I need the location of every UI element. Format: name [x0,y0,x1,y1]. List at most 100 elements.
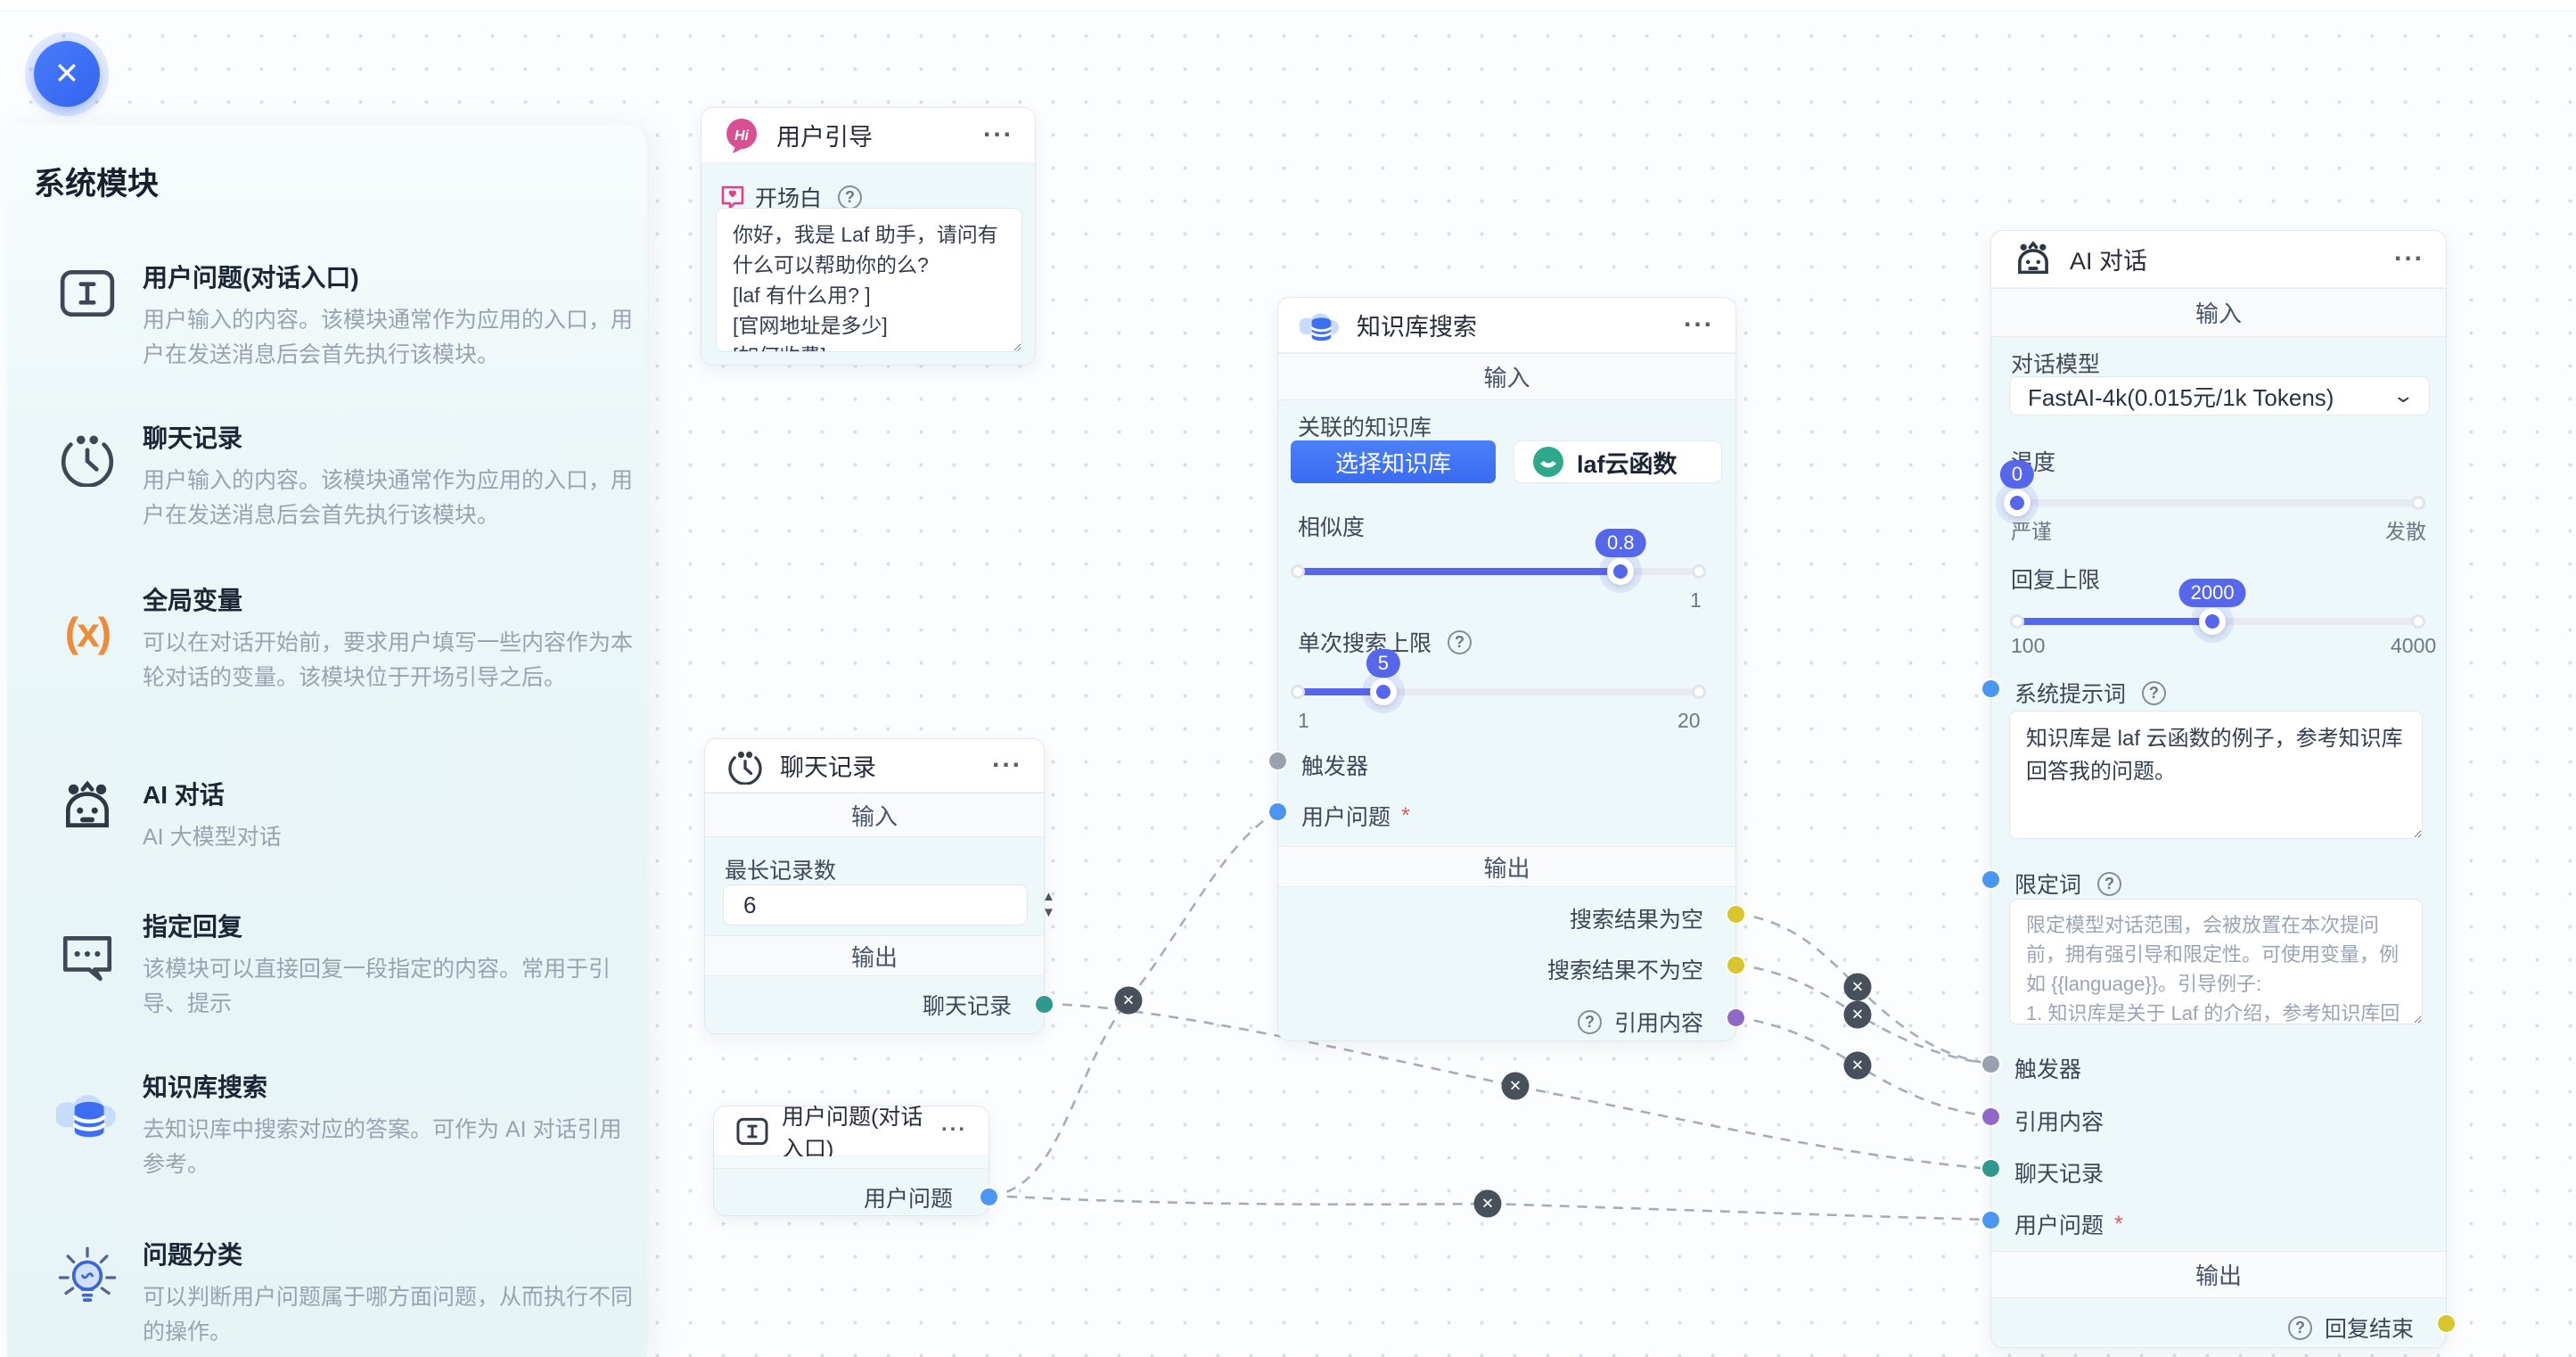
search-limit-slider[interactable]: 5 [1291,649,1706,705]
model-label: 对话模型 [2011,352,2101,377]
help-icon[interactable]: ? [2097,871,2122,896]
module-desc: 去知识库中搜索对应的答案。可作为 AI 对话引用参考。 [143,1117,622,1177]
port-in-chat-history[interactable] [1982,1160,1999,1177]
port-out-chat-history[interactable] [1036,996,1053,1013]
model-value: FastAI-4k(0.015元/1k Tokens) [2028,383,2334,411]
edge-delete-icon[interactable]: ✕ [1473,1189,1502,1218]
kb-card-laf[interactable]: laf云函数 [1514,440,1722,483]
port-in-trigger[interactable] [1269,753,1286,769]
top-strip [0,0,2576,12]
input-label: 系统提示词 [2014,682,2127,707]
module-desc: 用户输入的内容。该模块通常作为应用的入口，用户在发送消息后会首先执行该模块。 [143,308,634,367]
select-kb-button[interactable]: 选择知识库 [1291,440,1496,483]
port-out-finish[interactable] [2438,1315,2455,1332]
input-section-bar: 输入 [705,793,1044,837]
linked-kb-label: 关联的知识库 [1298,415,1432,440]
port-out-user-question[interactable] [980,1188,997,1205]
port-in-trigger[interactable] [1982,1056,1999,1073]
output-section-label: 输出 [850,943,898,971]
port-out-search-not-empty[interactable] [1727,957,1744,974]
reply-min-label: 100 [2011,634,2046,657]
limit-words-textarea[interactable] [2009,899,2423,1024]
output-row-finish: ? 回复结束 [2146,1312,2414,1344]
sys-prompt-textarea[interactable]: 知识库是 laf 云函数的例子，参考知识库回答我的问题。 [2009,711,2423,839]
reply-limit-slider-handle[interactable] [2199,608,2227,635]
output-section-bar: 输出 [1991,1251,2446,1298]
similarity-slider-handle[interactable] [1607,558,1635,585]
node-kb-search[interactable]: 知识库搜索 ... 输入 关联的知识库 选择知识库 laf云函数 相似度 0.8… [1269,297,1744,1041]
edge-history-to-ai [1044,1002,1991,1171]
output-section-label: 输出 [1483,854,1530,882]
search-limit-slider-handle[interactable] [1369,678,1397,705]
edge-delete-icon[interactable]: ✕ [1843,1051,1872,1080]
node-header[interactable]: 用户问题(对话入口) ... [714,1105,989,1162]
help-icon[interactable]: ? [1448,629,1473,654]
reply-limit-label: 回复上限 [2011,568,2101,593]
module-title: 用户问题(对话入口) [143,264,359,292]
input-row-trigger: 触发器 [2014,1052,2081,1084]
output-label: 聊天记录 [922,994,1012,1019]
temperature-slider-handle[interactable] [2004,489,2030,516]
node-divider [714,1156,989,1169]
welcome-label: 开场白 [755,186,823,211]
node-menu-icon[interactable]: ... [991,743,1022,773]
port-in-user-question[interactable] [1269,803,1286,820]
edge-delete-icon[interactable]: ✕ [1843,1000,1872,1029]
reply-max-label: 4000 [2391,634,2437,657]
reply-icon [55,927,119,986]
node-header[interactable]: 聊天记录 ... [705,739,1044,793]
search-limit-label: 单次搜索上限 [1298,631,1432,656]
input-section-label: 输入 [1483,365,1530,391]
close-panel-button[interactable]: ✕ [34,41,100,107]
output-label: 搜索结果为空 [1569,908,1703,933]
welcome-field-row: 开场白 ? [719,181,863,213]
similarity-slider[interactable]: 0.8 [1291,529,1706,585]
node-user-guide[interactable]: Hi 用户引导 ... 开场白 ? 你好，我是 Laf 助手，请问有什么可以帮助… [701,107,1036,366]
max-records-stepper[interactable]: ▲▼ [723,884,1055,925]
help-icon[interactable]: ? [1577,1009,1602,1034]
node-header[interactable]: AI 对话 ... [1991,231,2446,288]
node-menu-icon[interactable]: ... [982,112,1013,143]
laf-icon [1532,446,1564,478]
temperature-slider[interactable]: 0 [1999,460,2425,516]
help-icon[interactable]: ? [2142,680,2167,705]
edge-delete-icon[interactable]: ✕ [1114,986,1143,1015]
module-title: 全局变量 [143,587,243,614]
node-header[interactable]: 知识库搜索 ... [1278,298,1735,353]
module-desc: AI 大模型对话 [143,825,282,850]
similarity-max-label: 1 [1690,588,1702,612]
port-in-sys-prompt[interactable] [1982,680,1999,697]
node-menu-icon[interactable]: ... [940,1111,967,1136]
port-out-quote[interactable] [1727,1009,1744,1026]
stepper-arrows[interactable]: ▲▼ [1042,889,1070,920]
step-up-icon[interactable]: ▲ [1042,889,1055,904]
node-header[interactable]: Hi 用户引导 ... [701,108,1035,163]
edge-delete-icon[interactable]: ✕ [1501,1072,1530,1100]
node-menu-icon[interactable]: ... [1683,302,1714,333]
input-label: 触发器 [1301,754,1369,779]
input-label: 引用内容 [2014,1110,2104,1135]
kb-search-icon [55,1082,119,1145]
node-ai-chat[interactable]: AI 对话 ... 输入 对话模型 FastAI-4k(0.015元/1k To… [1982,230,2455,1348]
step-down-icon[interactable]: ▼ [1042,905,1055,920]
svg-text:Hi: Hi [734,128,750,144]
help-icon[interactable]: ? [2287,1315,2312,1340]
model-select[interactable]: FastAI-4k(0.015元/1k Tokens) ⌄ [2009,376,2430,415]
similarity-label: 相似度 [1298,515,1366,540]
max-records-input[interactable] [724,891,1042,919]
port-out-search-empty[interactable] [1727,906,1744,923]
reply-limit-slider[interactable]: 2000 [2010,579,2425,635]
output-row-user-question: 用户问题 [775,1181,953,1213]
input-row-user-question: 用户问题* [2014,1208,2123,1240]
node-user-question[interactable]: 用户问题(对话入口) ... 用户问题 [713,1105,997,1216]
port-in-quote[interactable] [1982,1108,1999,1125]
node-title: 聊天记录 [780,754,876,781]
port-in-user-question[interactable] [1982,1212,1999,1229]
edge-delete-icon[interactable]: ✕ [1843,973,1872,1001]
node-chat-history[interactable]: 聊天记录 ... 输入 最长记录数 ▲▼ 输出 聊天记录 [704,738,1055,1034]
node-menu-icon[interactable]: ... [2393,236,2424,267]
welcome-textarea[interactable]: 你好，我是 Laf 助手，请问有什么可以帮助你的么? [laf 有什么用? ] … [716,208,1022,352]
port-in-limit-words[interactable] [1982,871,1999,888]
help-icon[interactable]: ? [838,185,863,210]
